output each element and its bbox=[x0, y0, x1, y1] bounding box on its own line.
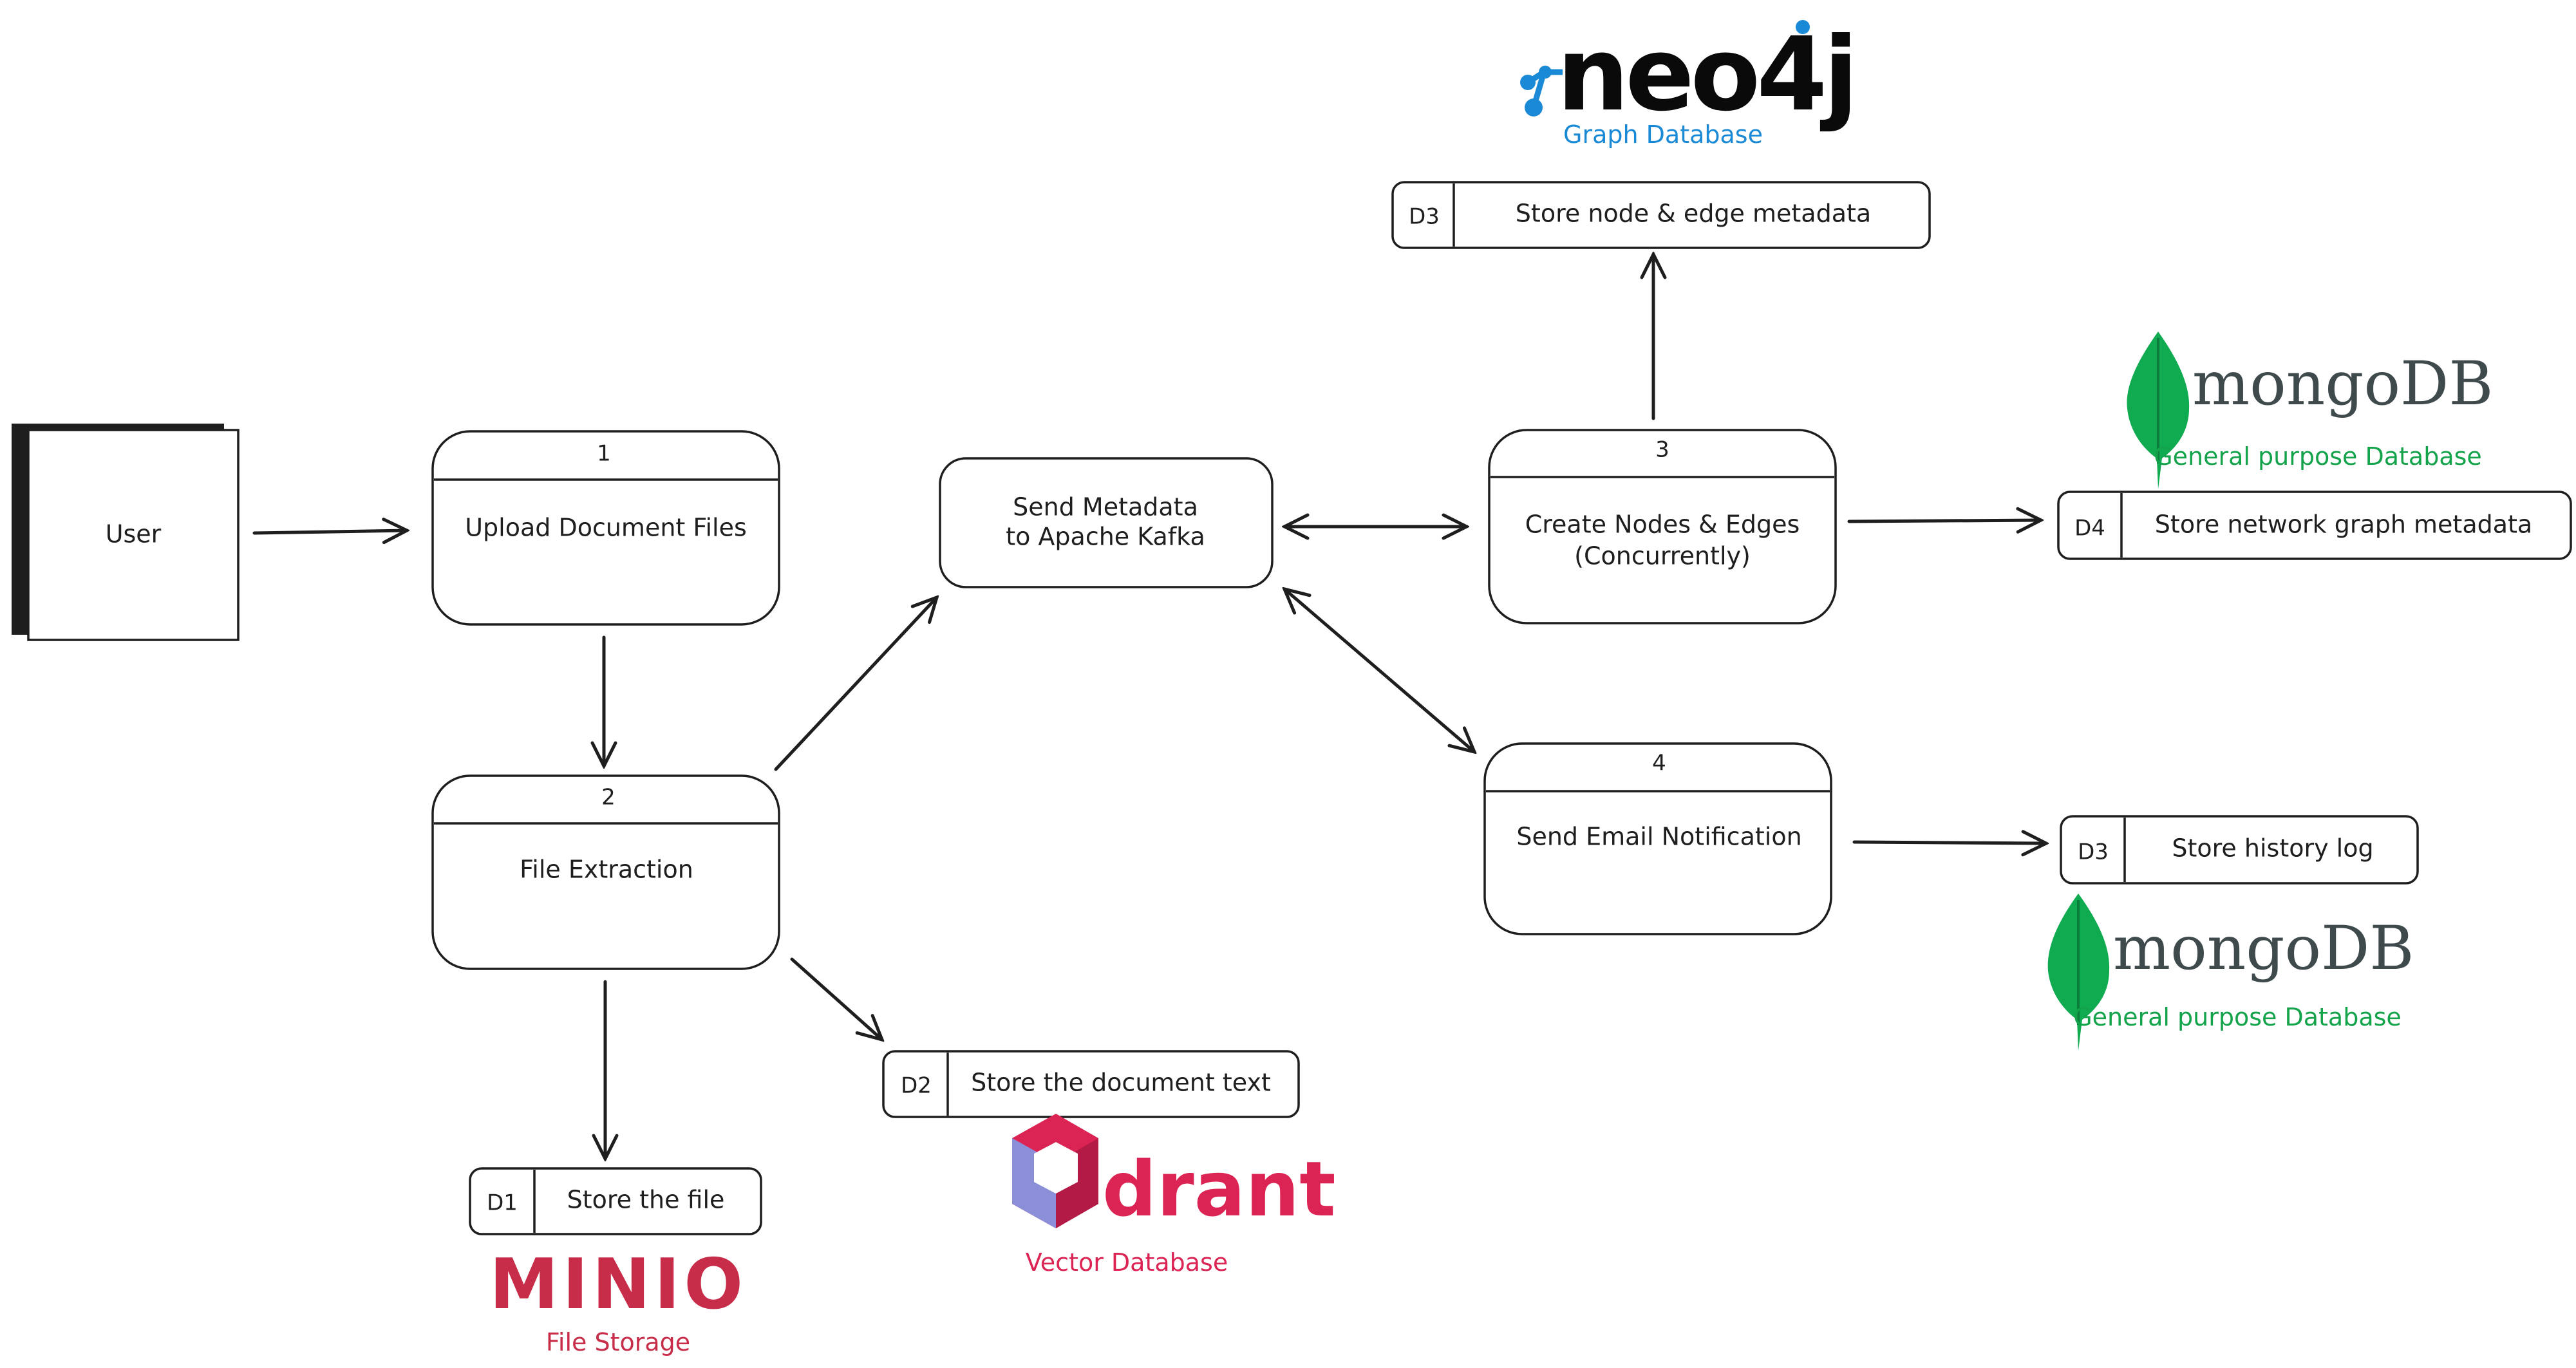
store-d2-label: Store the document text bbox=[971, 1069, 1271, 1097]
process-send-metadata-kafka: Send Metadata to Apache Kafka bbox=[939, 457, 1274, 588]
store-d4-label: Store network graph metadata bbox=[2155, 511, 2532, 539]
mongodb-logo-bottom: mongoDB General purpose Database bbox=[2047, 894, 2414, 1051]
qdrant-caption: Vector Database bbox=[1026, 1248, 1228, 1277]
mongodb-bottom-wordmark: mongoDB bbox=[2113, 914, 2414, 984]
store-d1-label: Store the file bbox=[567, 1186, 725, 1214]
mongodb-top-wordmark: mongoDB bbox=[2192, 349, 2493, 419]
store-d3-history: D3 Store history log bbox=[2060, 815, 2419, 885]
arrow-extraction-to-d2 bbox=[790, 957, 882, 1040]
arrow-kafka-process4 bbox=[1284, 589, 1474, 752]
store-d3-history-id: D3 bbox=[2078, 839, 2109, 865]
store-d3-graph-id: D3 bbox=[1409, 204, 1440, 230]
neo4j-caption: Graph Database bbox=[1563, 120, 1763, 149]
minio-caption: File Storage bbox=[546, 1328, 690, 1356]
process-4-email: 4 Send Email Notification bbox=[1483, 742, 1832, 935]
user-label: User bbox=[106, 520, 162, 548]
store-d1-id: D1 bbox=[487, 1190, 518, 1216]
mongodb-bottom-caption: General purpose Database bbox=[2073, 1003, 2402, 1031]
store-d3-graph-label: Store node & edge metadata bbox=[1516, 200, 1871, 228]
process-3-number: 3 bbox=[1655, 437, 1669, 463]
minio-logo: MINIO File Storage bbox=[489, 1244, 747, 1356]
arrow-process3-to-d4 bbox=[1847, 520, 2041, 521]
qdrant-wordmark: drant bbox=[1102, 1145, 1336, 1233]
store-d3-history-label: Store history log bbox=[2172, 834, 2373, 863]
process-2-extraction: 2 File Extraction bbox=[431, 774, 780, 970]
process-3-label-line1: Create Nodes & Edges bbox=[1525, 511, 1800, 539]
store-d3-graph: D3 Store node & edge metadata bbox=[1391, 181, 1931, 249]
arrow-extraction-to-kafka bbox=[774, 597, 937, 771]
process-1-label: Upload Document Files bbox=[465, 514, 747, 542]
process-1-upload: 1 Upload Document Files bbox=[431, 430, 780, 626]
mongodb-leaf-icon bbox=[2127, 332, 2190, 489]
process-2-label: File Extraction bbox=[520, 856, 693, 884]
neo4j-wordmark: neo4j bbox=[1557, 15, 1854, 134]
neo4j-logo: neo4j Graph Database bbox=[1520, 15, 1858, 149]
process-3-create-nodes: 3 Create Nodes & Edges (Concurrently) bbox=[1488, 429, 1837, 624]
arrow-process4-to-d3 bbox=[1852, 842, 2046, 843]
mongodb-leaf-icon bbox=[2047, 894, 2110, 1051]
store-d2: D2 Store the document text bbox=[882, 1050, 1300, 1118]
neo4j-logo-icon bbox=[1520, 20, 1810, 117]
store-d4-id: D4 bbox=[2074, 516, 2105, 541]
store-d1: D1 Store the file bbox=[469, 1167, 762, 1235]
kafka-label-line2: to Apache Kafka bbox=[1006, 523, 1205, 551]
process-1-number: 1 bbox=[597, 441, 611, 467]
kafka-label-line1: Send Metadata bbox=[1013, 493, 1198, 521]
process-4-label: Send Email Notification bbox=[1516, 823, 1801, 851]
mongodb-top-caption: General purpose Database bbox=[2154, 442, 2482, 471]
store-d2-id: D2 bbox=[901, 1073, 932, 1099]
qdrant-cube-icon bbox=[1012, 1114, 1098, 1228]
mongodb-logo-top: mongoDB General purpose Database bbox=[2127, 332, 2493, 489]
qdrant-logo: drant Vector Database bbox=[1012, 1114, 1336, 1277]
process-2-number: 2 bbox=[601, 785, 616, 810]
minio-logo-icon: MINIO bbox=[489, 1244, 747, 1325]
process-4-number: 4 bbox=[1652, 751, 1666, 776]
process-3-label-line2: (Concurrently) bbox=[1574, 542, 1751, 570]
store-d4: D4 Store network graph metadata bbox=[2057, 491, 2572, 560]
user-entity: User bbox=[12, 424, 240, 641]
arrows bbox=[252, 254, 2046, 1159]
arrow-user-to-upload bbox=[252, 530, 407, 533]
